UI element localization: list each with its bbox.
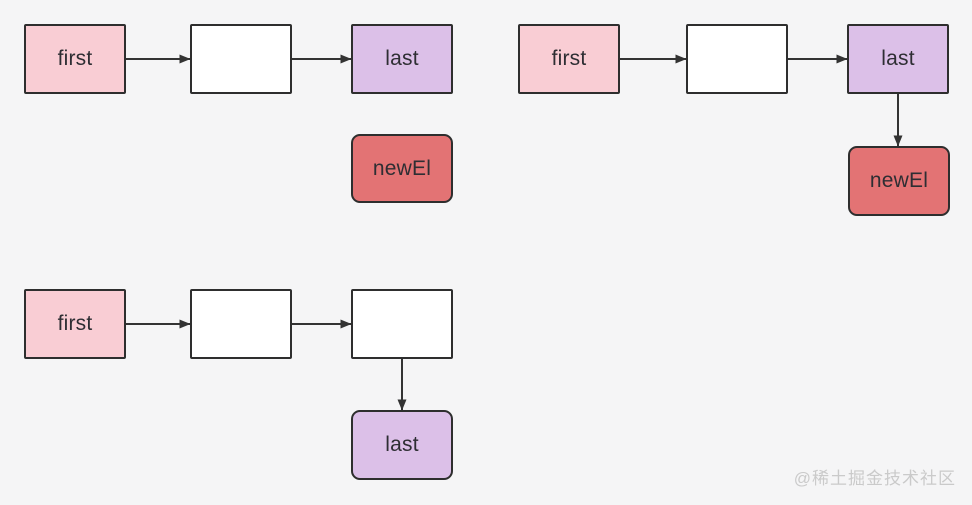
node-empty [686,24,788,94]
watermark: @稀土掘金技术社区 [793,469,956,488]
node-newel: newEl [848,146,950,216]
node-first: first [24,289,126,359]
node-empty [190,24,292,94]
node-last: last [847,24,949,94]
node-first: first [24,24,126,94]
node-empty [190,289,292,359]
node-empty [351,289,453,359]
node-first: first [518,24,620,94]
node-newel: newEl [351,134,453,203]
node-last: last [351,24,453,94]
node-last: last [351,410,453,480]
